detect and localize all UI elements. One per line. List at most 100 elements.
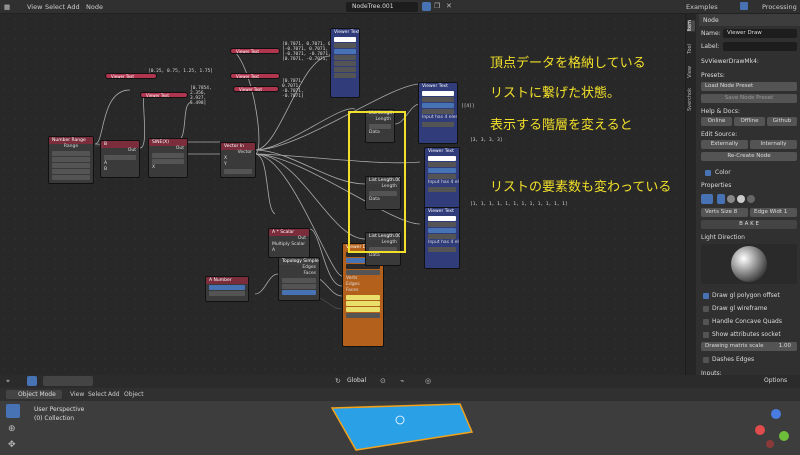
node-field[interactable] [152, 153, 184, 158]
tab-tool[interactable]: Tool [687, 44, 693, 54]
node-field[interactable] [209, 291, 245, 296]
node-field[interactable] [52, 175, 90, 180]
node-field[interactable] [52, 163, 90, 168]
node-field[interactable] [428, 228, 456, 233]
node-field[interactable] [346, 252, 380, 257]
handle-concave-checkbox[interactable] [703, 319, 709, 325]
material-toggle-icon[interactable] [747, 195, 755, 203]
node-field[interactable] [428, 222, 456, 227]
close-icon[interactable]: ✕ [446, 2, 452, 10]
edge-width-field[interactable]: Edge Widt 1 [750, 208, 797, 217]
list-length-node[interactable]: List Length Length Data [365, 109, 395, 143]
viewer-text-node[interactable]: Viewer Text [330, 28, 360, 98]
load-preset-select[interactable]: Load Node Preset [701, 82, 797, 91]
draw-gl-wire-checkbox[interactable] [703, 306, 709, 312]
node-field[interactable] [346, 264, 380, 269]
node-field[interactable] [346, 313, 380, 318]
node-field[interactable] [422, 97, 454, 102]
fake-user-icon[interactable] [422, 2, 431, 11]
node-field[interactable] [428, 174, 456, 179]
viewer-text-node[interactable]: Viewer Text Input has 4 elements [424, 207, 460, 269]
transform-orientation[interactable]: Global [347, 377, 367, 384]
node-field[interactable] [428, 234, 456, 239]
node-field[interactable] [428, 162, 456, 167]
eye-icon[interactable] [701, 194, 713, 204]
menu-view[interactable]: View [27, 3, 43, 11]
node-field[interactable] [52, 157, 90, 162]
proportional-edit-icon[interactable]: ◎ [425, 377, 432, 385]
node-tree-selector[interactable]: NodeTree.001 [346, 2, 418, 12]
node-field[interactable] [334, 37, 356, 42]
topology-simple-node[interactable]: Topology Simple Edges Faces [278, 257, 320, 301]
externally-button[interactable]: Externally [701, 140, 748, 149]
viewer-text-node-collapsed[interactable]: Viewer Text [230, 73, 280, 79]
select-mode-buttons[interactable] [43, 376, 93, 386]
math-node[interactable]: B Out A B [100, 140, 140, 178]
github-button[interactable]: Github [767, 117, 797, 126]
node-field[interactable] [52, 151, 90, 156]
node-field[interactable] [209, 285, 245, 290]
scalar-multiply-node[interactable]: A * Scalar Out Multiply Scalar A [268, 228, 310, 258]
viewer-text-node-collapsed[interactable]: Viewer Text [230, 48, 280, 54]
dashes-checkbox[interactable] [703, 357, 709, 363]
node-field[interactable] [282, 278, 316, 283]
node-editor-canvas[interactable]: [0.25, 0.75, 1.25, 1.75] [0.7071, 0.7071… [0, 14, 685, 375]
viewport-menu-view[interactable]: View [70, 391, 85, 398]
select-box-tool-icon[interactable] [6, 404, 20, 418]
sine-node[interactable]: SINE(X) Out X [148, 138, 188, 178]
matrix-scale-field[interactable]: Drawing matrix scale 1.00 [701, 342, 797, 351]
node-field[interactable] [334, 67, 356, 72]
save-preset-button[interactable]: Save Node Preset [701, 94, 797, 103]
sphere-toggle-icon[interactable] [727, 195, 735, 203]
viewport-menu-add[interactable]: Add [108, 391, 120, 398]
node-field[interactable] [422, 91, 454, 96]
viewport-menu-object[interactable]: Object [124, 391, 144, 398]
offline-button[interactable]: Offline [734, 117, 765, 126]
node-field[interactable] [334, 43, 356, 48]
level-field[interactable] [369, 124, 391, 129]
label-field[interactable] [723, 42, 797, 51]
node-field[interactable] [334, 49, 356, 54]
a-number-node[interactable]: A Number [205, 276, 249, 302]
verts-size-field[interactable]: Verts Size 8 [701, 208, 748, 217]
editor-type-icon[interactable]: ⌖ [6, 377, 10, 385]
node-field[interactable] [422, 103, 454, 108]
internally-button[interactable]: Internally [750, 140, 797, 149]
vertex-toggle-icon[interactable] [717, 194, 725, 204]
online-button[interactable]: Online [701, 117, 732, 126]
menu-add[interactable]: Add [67, 3, 80, 11]
viewer-text-node[interactable]: Viewer Text Input has 4 elements [418, 82, 458, 144]
viewer-text-node-collapsed[interactable]: Viewer Text [140, 92, 188, 98]
tab-item[interactable]: Item [687, 20, 695, 32]
light-direction-widget[interactable] [701, 244, 797, 284]
node-field[interactable] [282, 284, 316, 289]
list-length-node[interactable]: List Length.001 Length Data [365, 176, 401, 210]
color-checkbox[interactable] [705, 170, 711, 176]
viewport-menu-select[interactable]: Select [88, 391, 107, 398]
vector-in-node[interactable]: Vector In Vector X Y [220, 142, 256, 178]
node-field[interactable] [422, 109, 454, 114]
node-field[interactable] [428, 216, 456, 221]
navigation-gizmo[interactable] [740, 400, 796, 454]
editor-type-icon[interactable]: ▦ [4, 3, 11, 11]
orientation-icon[interactable]: ↻ [335, 377, 341, 385]
color-field[interactable] [346, 295, 380, 300]
menu-node[interactable]: Node [86, 3, 103, 11]
number-range-node[interactable]: Number Range Range [48, 136, 94, 184]
node-field[interactable] [422, 122, 454, 127]
cursor-tool-icon[interactable]: ⊕ [8, 424, 16, 434]
light-sphere[interactable] [731, 246, 767, 282]
options-menu[interactable]: Options [764, 377, 788, 384]
name-field[interactable]: Viewer Draw [723, 29, 797, 38]
viewer-text-node-collapsed[interactable]: Viewer Text [105, 73, 157, 79]
level-field[interactable] [369, 191, 397, 196]
processing-checkbox[interactable] [740, 2, 748, 10]
tab-view[interactable]: View [687, 66, 693, 78]
bake-button[interactable]: B A K E [701, 220, 797, 229]
node-field[interactable] [428, 168, 456, 173]
menu-select[interactable]: Select [45, 3, 66, 11]
node-field[interactable] [152, 159, 184, 164]
move-tool-icon[interactable]: ✥ [8, 440, 16, 450]
node-field[interactable] [428, 247, 456, 252]
snap-icon[interactable]: ⌁ [400, 377, 405, 385]
